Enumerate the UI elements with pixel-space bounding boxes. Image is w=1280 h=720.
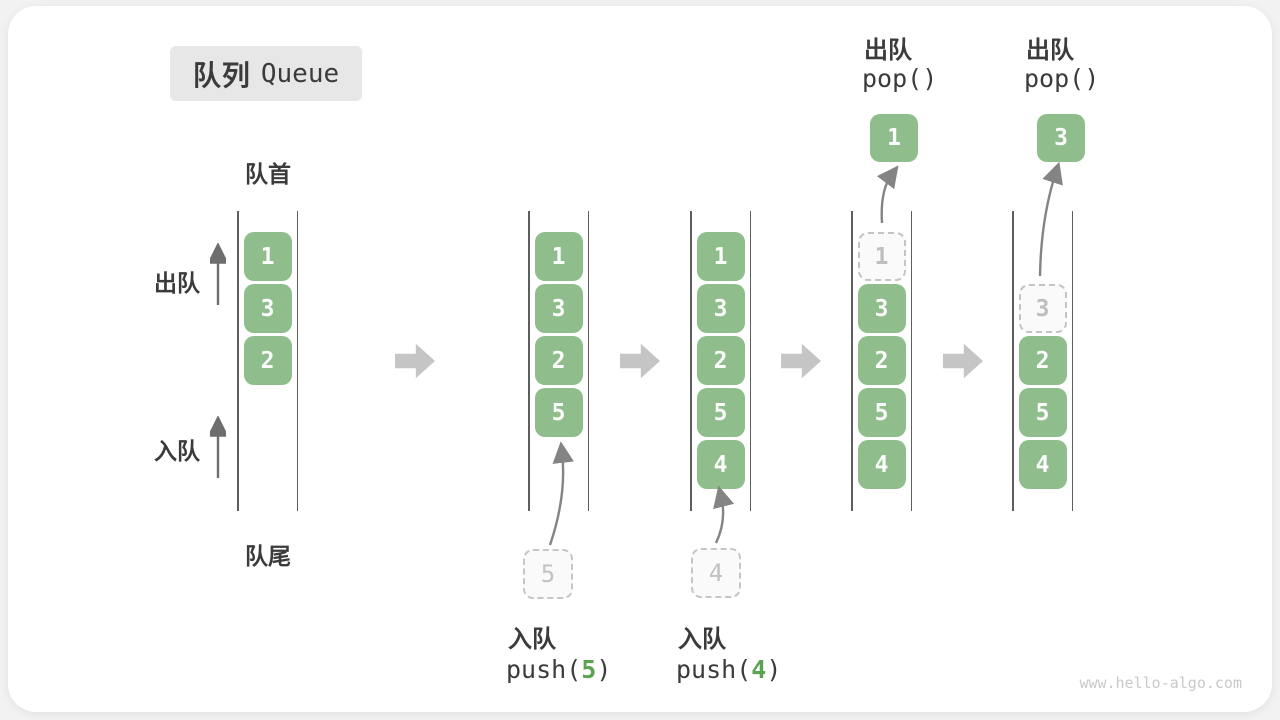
popped-item: 3 <box>1037 114 1085 162</box>
label-queue-rear: 队尾 <box>245 543 291 569</box>
title-badge: 队列 Queue <box>170 46 362 101</box>
op-pop-1-code: pop() <box>862 64 938 93</box>
queue-item: 3 <box>857 284 906 333</box>
queue-wall-left <box>690 211 692 511</box>
incoming-item: 5 <box>523 549 573 599</box>
title-en: Queue <box>260 58 340 89</box>
queue-wall-right <box>587 211 589 511</box>
queue-state-5: 3 2 5 4 <box>1012 211 1073 511</box>
label-dequeue: 出队 <box>154 270 200 296</box>
code-arg: 4 <box>751 655 767 684</box>
queue-state-3: 1 3 2 5 4 <box>690 211 751 511</box>
pop-arrow-icon <box>876 165 899 224</box>
op-pop-2-code: pop() <box>1024 64 1100 93</box>
code-arg: 5 <box>581 655 597 684</box>
queue-wall-right <box>749 211 751 511</box>
push-arrow-icon <box>548 441 574 546</box>
queue-item: 1 <box>534 232 583 281</box>
queue-item: 2 <box>696 336 745 385</box>
queue-item: 2 <box>857 336 906 385</box>
queue-state-1: 1 3 2 <box>237 211 298 511</box>
queue-item: 3 <box>534 284 583 333</box>
queue-wall-left <box>237 211 239 511</box>
queue-wall-right <box>296 211 298 511</box>
popped-item: 1 <box>870 114 918 162</box>
queue-item: 1 <box>696 232 745 281</box>
op-push-4-code: push(4) <box>676 655 781 684</box>
title-zh: 队列 <box>192 59 251 91</box>
queue-item: 4 <box>857 440 906 489</box>
queue-wall-left <box>1012 211 1014 511</box>
ghost-item: 1 <box>857 232 906 281</box>
op-push-5-label: 入队 <box>508 626 556 653</box>
push-arrow-icon <box>713 485 735 544</box>
code-close: ) <box>596 655 612 684</box>
queue-wall-right <box>1071 211 1073 511</box>
queue-item: 3 <box>696 284 745 333</box>
op-pop-2-label: 出队 <box>1026 37 1074 64</box>
ghost-item: 3 <box>1018 284 1067 333</box>
queue-wall-right <box>910 211 912 511</box>
queue-item: 4 <box>1018 440 1067 489</box>
code-fn: push( <box>676 655 752 684</box>
queue-item: 5 <box>857 388 906 437</box>
queue-wall-left <box>528 211 530 511</box>
queue-item: 2 <box>1018 336 1067 385</box>
code-fn: push( <box>506 655 582 684</box>
op-push-5-code: push(5) <box>506 655 611 684</box>
queue-item: 5 <box>1018 388 1067 437</box>
pop-arrow-icon <box>1038 161 1063 277</box>
queue-item: 3 <box>243 284 292 333</box>
label-enqueue: 入队 <box>154 438 200 464</box>
dequeue-arrow-icon <box>210 243 226 305</box>
label-queue-front: 队首 <box>245 161 291 187</box>
op-pop-1-label: 出队 <box>864 37 912 64</box>
queue-state-2: 1 3 2 5 <box>528 211 589 511</box>
queue-item: 5 <box>696 388 745 437</box>
incoming-item: 4 <box>691 548 741 598</box>
watermark: www.hello-algo.com <box>1079 674 1242 692</box>
code-close: ) <box>766 655 782 684</box>
queue-item: 4 <box>696 440 745 489</box>
queue-item: 2 <box>243 336 292 385</box>
op-push-4-label: 入队 <box>678 626 726 653</box>
queue-wall-left <box>851 211 853 511</box>
queue-state-4: 1 3 2 5 4 <box>851 211 912 511</box>
queue-item: 2 <box>534 336 583 385</box>
queue-item: 1 <box>243 232 292 281</box>
enqueue-arrow-icon <box>210 416 226 478</box>
queue-item: 5 <box>534 388 583 437</box>
